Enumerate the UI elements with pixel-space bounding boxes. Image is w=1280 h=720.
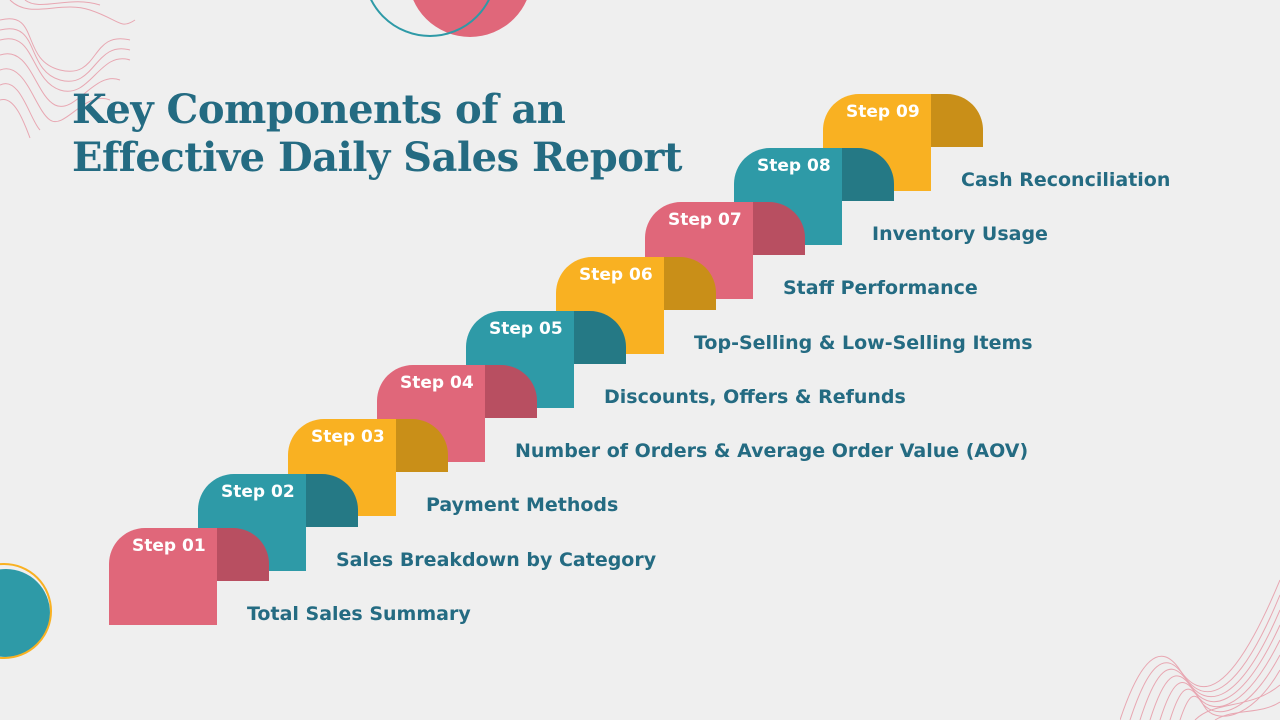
page-title: Key Components of an Effective Daily Sal… [72,86,682,182]
step-01-description: Total Sales Summary [247,603,471,625]
page-title-line-1: Key Components of an [72,86,566,133]
step-03-tab [396,419,448,472]
step-01-label: Step 01 [132,536,206,556]
step-06-description: Top-Selling & Low-Selling Items [694,332,1033,354]
bottom-left-circle-decoration [0,563,52,659]
top-circle-decoration [370,0,527,37]
step-05-label: Step 05 [489,319,563,339]
step-05-description: Discounts, Offers & Refunds [604,386,906,408]
top-left-wave-lines [0,0,136,139]
step-06-tab [664,257,716,310]
bottom-right-wave-lines [1120,579,1280,720]
step-03-label: Step 03 [311,427,385,447]
step-07-label: Step 07 [668,210,742,230]
step-04-tab [485,365,537,418]
step-08-tab [842,148,894,201]
step-06-block: Step 06 [556,257,716,354]
step-02-label: Step 02 [221,482,295,502]
step-07-description: Staff Performance [783,277,978,299]
step-09-tab [931,94,983,147]
step-02-description: Sales Breakdown by Category [336,549,657,571]
step-09-description: Cash Reconciliation [961,169,1171,191]
step-01-body [109,528,217,625]
step-01-tab [217,528,269,581]
page-title-line-2: Effective Daily Sales Report [72,134,682,181]
step-04-label: Step 04 [400,373,474,393]
step-08-label: Step 08 [757,156,831,176]
step-03-description: Payment Methods [426,494,619,516]
step-05-tab [574,311,626,364]
step-06-label: Step 06 [579,265,653,285]
step-09-label: Step 09 [846,102,920,122]
step-04-description: Number of Orders & Average Order Value (… [515,440,1029,462]
step-02-tab [306,474,358,527]
step-07-tab [753,202,805,255]
step-01-block: Step 01 [109,528,269,625]
step-08-description: Inventory Usage [872,223,1048,245]
